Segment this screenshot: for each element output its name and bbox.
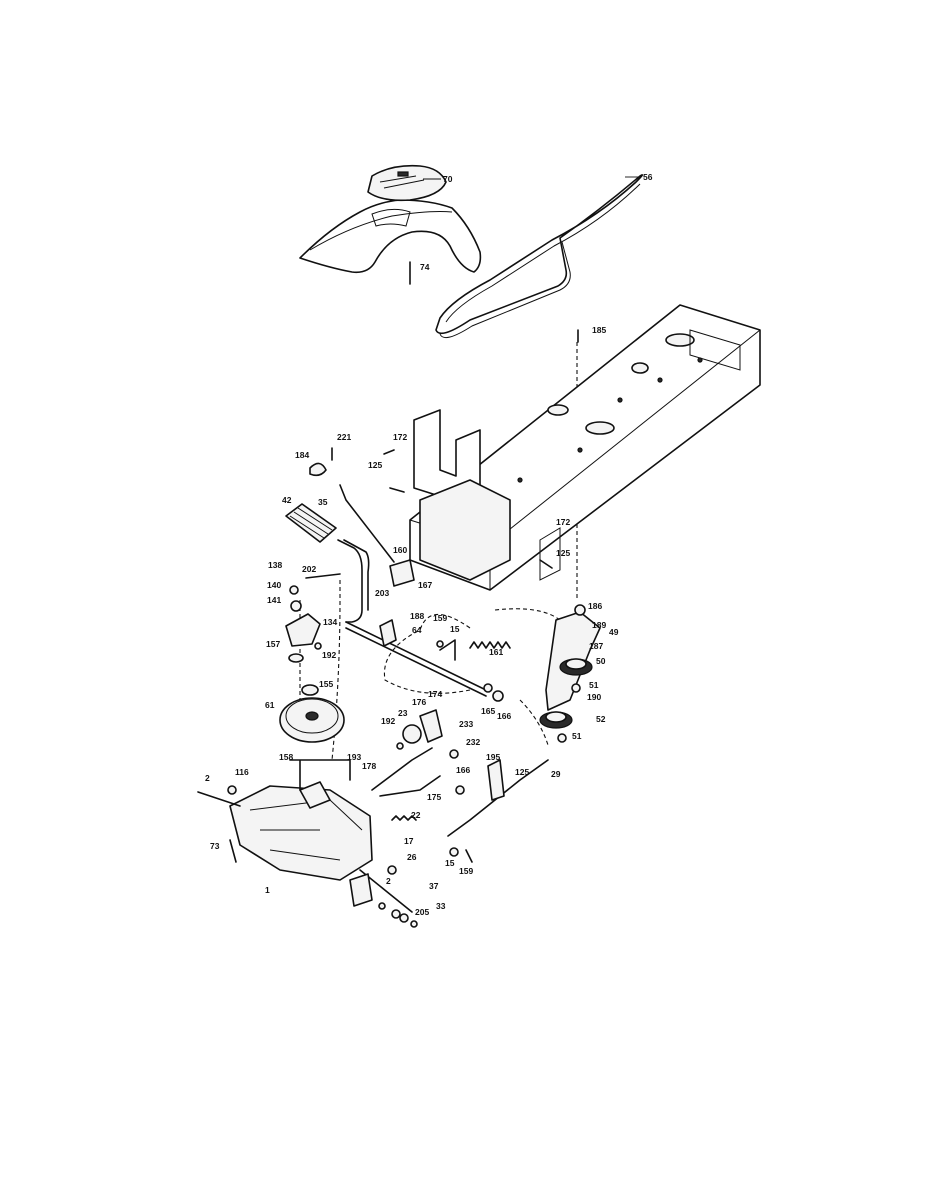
callout-203: 203 — [375, 588, 389, 598]
callout-22: 22 — [411, 810, 421, 820]
callout-42: 42 — [282, 495, 292, 505]
callout-141: 141 — [267, 595, 281, 605]
callout-187: 187 — [589, 641, 603, 651]
callout-189: 189 — [592, 620, 606, 630]
callout-51: 51 — [589, 680, 599, 690]
callout-140: 140 — [267, 580, 281, 590]
callout-205: 205 — [415, 907, 429, 917]
callout-166: 166 — [497, 711, 511, 721]
callout-2: 2 — [205, 773, 210, 783]
callout-159: 159 — [459, 866, 473, 876]
callout-167: 167 — [418, 580, 432, 590]
callout-74: 74 — [420, 262, 430, 272]
callout-165: 165 — [481, 706, 495, 716]
callout-35: 35 — [318, 497, 328, 507]
callout-125: 125 — [368, 460, 382, 470]
callout-190: 190 — [587, 692, 601, 702]
callout-172: 172 — [393, 432, 407, 442]
callout-116: 116 — [235, 767, 249, 777]
callout-134: 134 — [323, 617, 337, 627]
callout-158: 158 — [279, 752, 293, 762]
hardware — [227, 329, 579, 928]
callout-185: 185 — [592, 325, 606, 335]
callout-175: 175 — [427, 792, 441, 802]
callout-221: 221 — [337, 432, 351, 442]
callout-188: 188 — [410, 611, 424, 621]
callout-70: 70 — [443, 174, 453, 184]
callout-172: 172 — [556, 517, 570, 527]
callout-160: 160 — [393, 545, 407, 555]
callout-50: 50 — [596, 656, 606, 666]
callout-125: 125 — [556, 548, 570, 558]
callout-192: 192 — [381, 716, 395, 726]
callout-176: 176 — [412, 697, 426, 707]
callout-232: 232 — [466, 737, 480, 747]
callout-161: 161 — [489, 647, 503, 657]
callout-159: 159 — [433, 613, 447, 623]
cross-shaft — [345, 619, 487, 697]
callout-2: 2 — [386, 876, 391, 886]
idler-assembly — [539, 604, 601, 743]
callout-17: 17 — [404, 836, 414, 846]
chassis-frame — [409, 304, 761, 591]
callout-23: 23 — [398, 708, 408, 718]
callout-166: 166 — [456, 765, 470, 775]
transmission-pulley — [279, 684, 345, 743]
callout-178: 178 — [362, 761, 376, 771]
callout-37: 37 — [429, 881, 439, 891]
callout-29: 29 — [551, 769, 561, 779]
bracket-134 — [285, 573, 341, 663]
callout-15: 15 — [450, 624, 460, 634]
callout-15: 15 — [445, 858, 455, 868]
callout-233: 233 — [459, 719, 473, 729]
callout-52: 52 — [596, 714, 606, 724]
brake-pedal-assembly — [285, 484, 415, 623]
callout-195: 195 — [486, 752, 500, 762]
drive-belt — [435, 174, 644, 339]
callout-125: 125 — [515, 767, 529, 777]
callout-33: 33 — [436, 901, 446, 911]
callout-138: 138 — [268, 560, 282, 570]
callout-202: 202 — [302, 564, 316, 574]
callout-56: 56 — [643, 172, 653, 182]
callout-186: 186 — [588, 601, 602, 611]
callout-51: 51 — [572, 731, 582, 741]
callout-73: 73 — [210, 841, 220, 851]
transaxle — [197, 759, 413, 913]
spring-161 — [469, 641, 511, 649]
callout-184: 184 — [295, 450, 309, 460]
linkage-rods — [371, 709, 549, 837]
callout-174: 174 — [428, 689, 442, 699]
callout-1: 1 — [265, 885, 270, 895]
callout-64: 64 — [412, 625, 422, 635]
callout-155: 155 — [319, 679, 333, 689]
callout-193: 193 — [347, 752, 361, 762]
callout-61: 61 — [265, 700, 275, 710]
callout-192: 192 — [322, 650, 336, 660]
callout-49: 49 — [609, 627, 619, 637]
callout-26: 26 — [407, 852, 417, 862]
callout-157: 157 — [266, 639, 280, 649]
fender-assembly — [299, 164, 482, 285]
